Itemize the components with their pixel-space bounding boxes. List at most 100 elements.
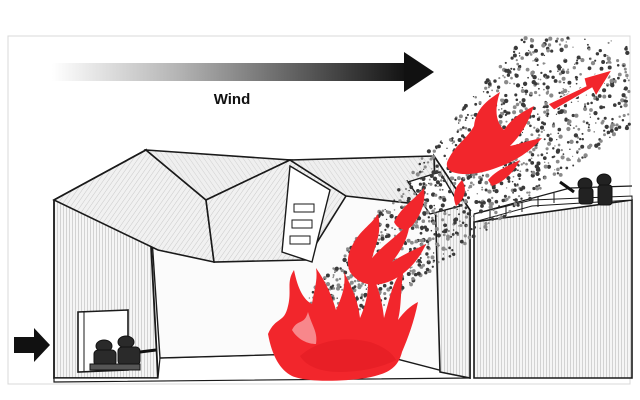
smoke-particle xyxy=(442,179,446,183)
smoke-particle xyxy=(597,146,601,150)
smoke-particle xyxy=(517,173,522,178)
smoke-particle xyxy=(461,221,465,225)
smoke-particle xyxy=(587,47,591,51)
smoke-particle xyxy=(609,61,612,64)
smoke-particle xyxy=(398,199,402,203)
smoke-particle xyxy=(584,156,586,159)
smoke-particle xyxy=(491,185,496,190)
smoke-particle xyxy=(427,259,430,262)
smoke-particle xyxy=(433,232,437,236)
smoke-particle xyxy=(581,138,584,141)
smoke-particle xyxy=(552,172,557,176)
smoke-particle xyxy=(542,82,546,86)
smoke-particle xyxy=(470,114,473,117)
smoke-particle xyxy=(524,92,528,96)
smoke-particle xyxy=(425,198,430,203)
smoke-particle xyxy=(437,261,440,264)
smoke-particle xyxy=(448,138,452,142)
smoke-particle xyxy=(622,64,625,67)
smoke-particle xyxy=(483,224,488,229)
smoke-particle xyxy=(410,226,415,230)
smoke-particle xyxy=(487,190,490,193)
smoke-particle xyxy=(497,216,502,221)
smoke-particle xyxy=(520,56,524,60)
smoke-particle xyxy=(384,208,386,211)
smoke-particle xyxy=(532,75,537,80)
smoke-particle xyxy=(556,37,559,40)
smoke-particle xyxy=(468,184,473,189)
smoke-particle xyxy=(411,266,413,269)
exhaust-arrow-icon xyxy=(547,69,614,111)
smoke-particle xyxy=(534,146,538,150)
smoke-particle xyxy=(469,181,473,185)
smoke-particle xyxy=(595,52,600,56)
smoke-particle xyxy=(558,72,562,76)
smoke-particle xyxy=(418,162,422,166)
smoke-particle xyxy=(609,78,614,84)
smoke-particle xyxy=(502,166,505,169)
smoke-particle xyxy=(414,224,419,229)
smoke-particle xyxy=(459,239,464,244)
smoke-particle xyxy=(569,124,572,127)
smoke-particle xyxy=(478,100,482,105)
smoke-particle xyxy=(541,43,546,48)
smoke-particle xyxy=(547,141,552,146)
smoke-particle xyxy=(491,196,494,200)
smoke-particle xyxy=(540,71,543,75)
smoke-particle xyxy=(439,196,442,199)
smoke-particle xyxy=(501,108,503,110)
smoke-particle xyxy=(471,234,476,239)
smoke-particle xyxy=(557,143,561,147)
smoke-particle xyxy=(389,281,394,285)
smoke-particle xyxy=(323,278,326,281)
smoke-particle xyxy=(426,192,429,195)
smoke-particle xyxy=(418,182,422,186)
smoke-particle xyxy=(362,299,365,302)
smoke-particle xyxy=(332,273,335,277)
smoke-particle xyxy=(429,182,433,186)
smoke-particle xyxy=(487,222,490,225)
smoke-particle xyxy=(456,176,461,181)
smoke-particle xyxy=(479,178,483,182)
smoke-particle xyxy=(489,80,491,82)
smoke-particle xyxy=(512,191,514,194)
smoke-particle xyxy=(451,137,454,140)
smoke-particle xyxy=(462,106,467,110)
smoke-particle xyxy=(502,102,506,105)
smoke-particle xyxy=(535,171,540,177)
smoke-particle xyxy=(419,177,422,180)
smoke-particle xyxy=(586,43,589,46)
smoke-particle xyxy=(543,164,548,169)
smoke-particle xyxy=(383,303,386,307)
smoke-particle xyxy=(621,93,626,98)
smoke-particle xyxy=(364,284,367,286)
smoke-particle xyxy=(343,270,348,275)
smoke-particle xyxy=(563,104,568,108)
smoke-particle xyxy=(577,157,580,160)
smoke-particle xyxy=(448,189,452,194)
smoke-particle xyxy=(339,267,342,270)
smoke-particle xyxy=(435,242,440,247)
smoke-particle xyxy=(605,62,608,64)
smoke-particle xyxy=(440,179,443,182)
smoke-particle xyxy=(538,94,541,97)
smoke-particle xyxy=(481,174,484,177)
smoke-particle xyxy=(576,151,579,154)
smoke-particle xyxy=(417,263,422,267)
smoke-particle xyxy=(424,184,428,187)
smoke-particle xyxy=(519,170,522,173)
smoke-particle xyxy=(393,209,396,211)
smoke-particle xyxy=(434,170,439,174)
smoke-particle xyxy=(478,200,481,204)
smoke-particle xyxy=(440,203,445,208)
smoke-particle xyxy=(543,161,546,164)
smoke-particle xyxy=(551,124,556,128)
smoke-particle xyxy=(424,271,428,275)
smoke-particle xyxy=(562,89,566,93)
smoke-particle xyxy=(513,82,516,85)
smoke-particle xyxy=(448,254,452,258)
smoke-particle xyxy=(437,185,439,187)
smoke-particle xyxy=(514,198,518,202)
smoke-particle xyxy=(482,91,485,93)
smoke-particle xyxy=(387,210,392,215)
